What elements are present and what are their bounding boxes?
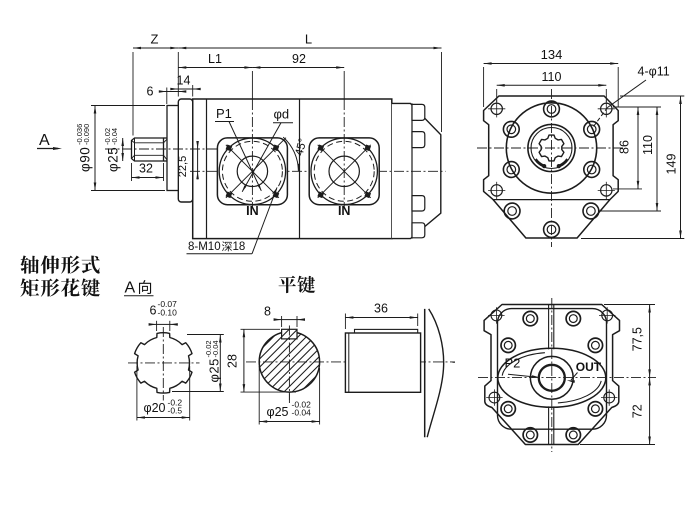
svg-text:φ25: φ25: [106, 147, 121, 172]
svg-text:4-φ11: 4-φ11: [638, 65, 670, 79]
svg-text:φd: φd: [274, 107, 290, 122]
svg-text:72: 72: [631, 404, 645, 418]
svg-text:OUT: OUT: [576, 360, 602, 374]
svg-text:-0.04: -0.04: [211, 340, 220, 357]
svg-text:φ20: φ20: [144, 401, 166, 415]
svg-text:-0.02: -0.02: [292, 400, 312, 410]
svg-text:32: 32: [139, 162, 153, 176]
svg-text:36: 36: [374, 302, 388, 316]
svg-text:77,5: 77,5: [631, 327, 645, 351]
svg-text:-0.02: -0.02: [204, 340, 213, 357]
svg-text:45°: 45°: [294, 137, 310, 157]
svg-text:134: 134: [541, 47, 563, 62]
svg-text:6: 6: [150, 304, 157, 318]
svg-text:-0.036: -0.036: [75, 124, 84, 145]
svg-text:-0.07: -0.07: [158, 299, 178, 309]
svg-text:-0.2: -0.2: [168, 398, 183, 408]
svg-text:IN: IN: [246, 204, 259, 218]
svg-text:8-M10: 8-M10: [188, 241, 221, 253]
svg-text:-0.090: -0.090: [82, 124, 91, 145]
svg-text:-0.04: -0.04: [292, 408, 312, 418]
svg-text:A: A: [125, 280, 136, 297]
svg-text:φ25: φ25: [207, 358, 222, 382]
svg-text:110: 110: [641, 135, 655, 155]
svg-text:92: 92: [292, 52, 306, 66]
svg-text:-0.5: -0.5: [168, 406, 183, 416]
svg-text:Z: Z: [151, 32, 159, 47]
svg-text:-0.04: -0.04: [110, 128, 119, 145]
svg-text:8: 8: [264, 305, 271, 319]
svg-text:A: A: [39, 132, 50, 149]
svg-text:P2: P2: [505, 356, 521, 371]
svg-text:IN: IN: [338, 204, 351, 218]
svg-text:86: 86: [618, 140, 632, 154]
svg-text:φ25: φ25: [267, 405, 289, 419]
svg-text:18: 18: [233, 241, 246, 253]
svg-text:L: L: [305, 32, 312, 47]
svg-text:14: 14: [177, 74, 191, 88]
svg-text:φ90: φ90: [78, 147, 93, 172]
svg-text:110: 110: [542, 70, 562, 84]
svg-text:P1: P1: [216, 106, 232, 121]
svg-text:6: 6: [147, 85, 154, 99]
svg-text:22,5: 22,5: [177, 156, 189, 177]
svg-text:28: 28: [226, 354, 240, 368]
svg-text:149: 149: [665, 154, 679, 175]
svg-text:-0.10: -0.10: [158, 308, 178, 318]
svg-text:-0.02: -0.02: [103, 128, 112, 145]
svg-text:L1: L1: [208, 52, 222, 66]
